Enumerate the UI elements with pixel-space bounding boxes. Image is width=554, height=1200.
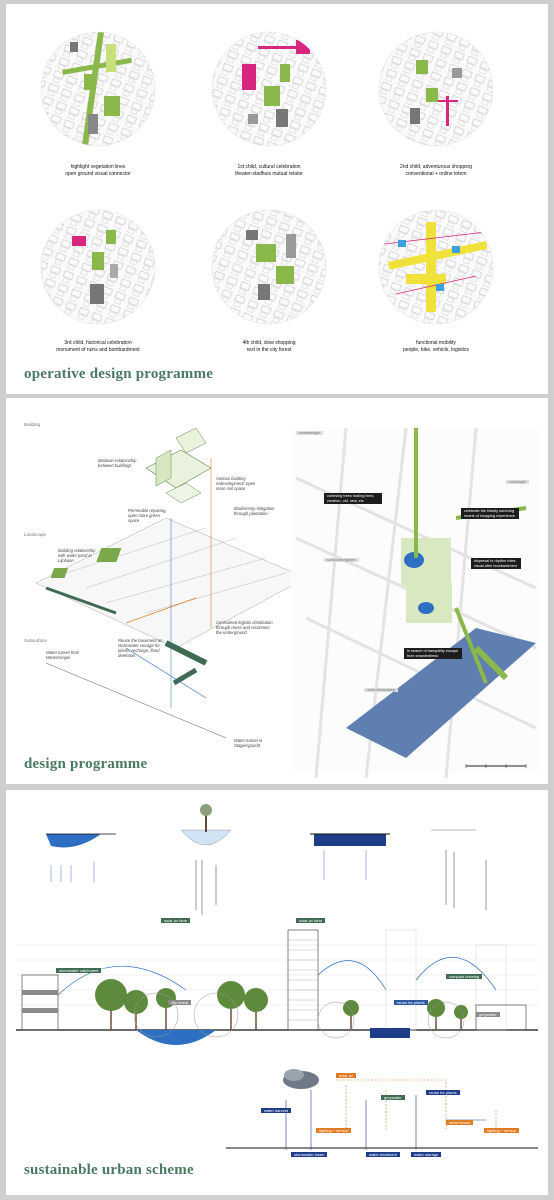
section-tag: compost brewing — [446, 974, 483, 979]
axo-subsurface-layer — [45, 458, 227, 739]
caption-line: 4th child, slow shopping — [242, 340, 296, 346]
axo-label: Water tunnel from Westersingel — [46, 650, 80, 660]
caption-historical: 3rd child, historical celebration monume… — [18, 340, 178, 353]
flow-tag: smart board — [446, 1120, 474, 1125]
axo-building-layer — [145, 427, 212, 504]
flow-diagram — [226, 1069, 538, 1150]
flow-tag: water treatment — [366, 1152, 400, 1157]
water-diagram-1 — [46, 833, 116, 882]
water-diagram-2 — [180, 804, 232, 915]
flow-tag: water harvest — [261, 1108, 292, 1113]
map-slow-shopping — [212, 210, 326, 324]
layer-label-landscape: Landscape — [24, 532, 47, 537]
caption-line: people, bike, vehicle, logistics — [403, 346, 469, 353]
water-diagram-4 — [431, 829, 487, 910]
sustainable-urban-panel: stormwater catchment solar pv farm solar… — [6, 790, 548, 1195]
operative-design-panel: highlight vegetation lines open ground v… — [6, 4, 548, 394]
plan-callout: celebrate the hilarity surviving hearts … — [461, 508, 519, 520]
axo-label: Permeable repaving, open more green spac… — [128, 508, 167, 523]
section-title: operative design programme — [24, 366, 214, 382]
section-title: sustainable urban scheme — [24, 1162, 194, 1178]
caption-line: conventional + online totem — [405, 170, 467, 177]
section-title: design programme — [24, 756, 148, 772]
caption-mobility: functional mobility people, bike, vehicl… — [356, 340, 516, 353]
caption-vegetation: highlight vegetation lines open ground v… — [18, 164, 178, 177]
flow-tag: water storage — [411, 1152, 442, 1157]
section-tag: greywater — [476, 1012, 500, 1017]
flow-tag: reuse for plants — [426, 1090, 460, 1095]
axo-label: Biodiversity mitigation through plantati… — [234, 506, 275, 516]
section-tag: solar pv farm — [296, 918, 326, 923]
water-diagram-3 — [310, 833, 390, 880]
section-tag: stormwater catchment — [56, 968, 102, 973]
axo-label: Centralised logistic distribution throug… — [216, 620, 273, 635]
caption-line: open ground visual connector — [65, 170, 131, 177]
plan-map — [291, 427, 541, 779]
caption-line: functional mobility — [416, 340, 456, 346]
caption-slow-shopping: 4th child, slow shopping rest in the cit… — [189, 340, 349, 353]
street-label: coolsingel — [506, 480, 529, 484]
axo-label: Maintain relationship between buildings — [98, 458, 137, 468]
axo-label: Reuse the basement as stormwater storage… — [118, 638, 163, 658]
caption-line: rest in the city forest — [246, 346, 292, 353]
design-programme-graphics — [35, 427, 541, 779]
scale-bar — [465, 764, 527, 768]
flow-tag: greywater — [381, 1095, 405, 1100]
axo-label: Various building redevelopment: open mor… — [216, 476, 256, 491]
map-historical-celebration — [41, 210, 155, 324]
section-tag: solar pv farm — [161, 918, 191, 923]
section-tag: city forest — [168, 1000, 192, 1005]
sustainable-graphics — [16, 804, 538, 1150]
flow-tag: lighting + sensor — [484, 1128, 520, 1133]
axo-label: Water tunnel in Stagersgracht — [234, 738, 263, 748]
plan-callout: dispersal to rhythm rotes visual after b… — [471, 558, 521, 570]
street-label: schouwburgplein — [324, 558, 359, 562]
caption-line: highlight vegetation lines — [70, 164, 126, 170]
street-label: oude binnenweg — [364, 688, 398, 692]
flow-tag: lighting + sensor — [316, 1128, 352, 1133]
layer-label-subsurface: Subsurface — [24, 638, 47, 643]
section-tag: reuse for plants — [394, 1000, 428, 1005]
operative-maps — [40, 31, 494, 325]
map-adventurous-shopping — [379, 32, 493, 146]
layer-label-building: Building — [24, 422, 41, 427]
plan-callout: in search of tranquillity escape from cr… — [404, 648, 462, 660]
map-functional-mobility — [379, 210, 493, 324]
caption-line: 1st child, cultural celebration — [237, 164, 301, 170]
street-label: westersingel — [296, 431, 324, 435]
axo-label: Building relationship with water pond in… — [58, 548, 96, 563]
design-programme-panel: Building Landscape Subsurface Maintain r… — [6, 398, 548, 784]
plan-callout: cohesing trees trading lines, creation, … — [324, 493, 382, 505]
flow-tag: solar pv — [336, 1073, 357, 1078]
caption-line: theater-stadhuis mutual relator — [235, 170, 303, 177]
map-vegetation-lines — [41, 32, 155, 146]
caption-shopping: 2nd child, adventurous shopping conventi… — [356, 164, 516, 177]
map-cultural-celebration — [212, 32, 326, 146]
caption-line: 2nd child, adventurous shopping — [400, 164, 472, 170]
caption-cultural: 1st child, cultural celebration theater-… — [189, 164, 349, 177]
caption-line: monument of ruins and bombardment — [56, 346, 140, 353]
caption-line: 3rd child, historical celebration — [64, 340, 132, 346]
urban-section — [16, 929, 538, 1045]
flow-tag: stormwater basin — [291, 1152, 328, 1157]
